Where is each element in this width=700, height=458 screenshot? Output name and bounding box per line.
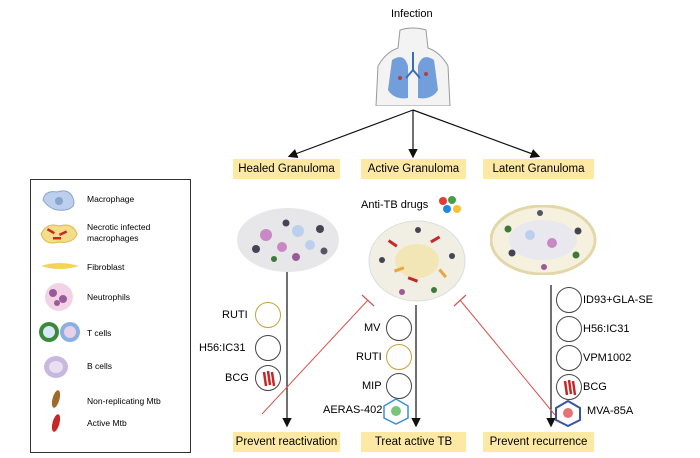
vaccine-label: AERAS-402 — [323, 404, 383, 416]
fibroblast-icon — [41, 263, 79, 269]
drugs-label: Anti-TB drugs — [361, 199, 429, 211]
inhibit-healed-bar — [361, 294, 375, 307]
inhibit-latent — [459, 299, 556, 416]
vaccine-icon — [386, 344, 412, 370]
vaccine-label: RUTI — [356, 351, 382, 363]
inhibit-latent-bar — [453, 294, 467, 307]
vaccine-label: BCG — [583, 381, 607, 393]
vaccine-label: H56:IC31 — [583, 323, 630, 335]
vaccine-icon — [255, 365, 281, 391]
vaccine-icon — [386, 315, 412, 341]
legend-fibroblast: Fibroblast — [87, 262, 125, 272]
legend-nonreplicating: Non-replicating Mtb — [87, 396, 161, 406]
vaccine-label: H56:IC31 — [199, 342, 246, 354]
legend-necrotic-line1: Necrotic infected — [87, 222, 151, 232]
nonreplicating-mtb-icon — [51, 390, 61, 408]
vaccine-label: MV — [364, 322, 381, 334]
legend-neutrophils: Neutrophils — [87, 292, 130, 302]
legend-active-mtb: Active Mtb — [87, 418, 127, 428]
stage-latent: Latent Granuloma — [483, 159, 594, 179]
vaccine-label: RUTI — [222, 309, 248, 321]
vaccine-icon — [556, 345, 582, 371]
pills-icon — [439, 196, 461, 213]
active-granuloma — [368, 220, 466, 302]
virus-icon — [555, 399, 581, 427]
necrotic-macrophage-icon — [40, 224, 78, 244]
vaccine-icon — [255, 335, 281, 361]
latent-granuloma — [490, 205, 597, 275]
neutrophil-icon — [45, 283, 73, 311]
arrow-to-healed — [287, 109, 414, 158]
legend-macrophage: Macrophage — [87, 194, 135, 204]
legend-bcells: B cells — [87, 361, 113, 371]
virus-icon — [383, 398, 409, 425]
tcell-icon — [39, 322, 80, 342]
legend-necrotic-line2: macrophages — [87, 233, 139, 243]
arrow-to-latent — [412, 109, 541, 159]
vaccine-label: BCG — [225, 372, 249, 384]
vaccine-icon — [255, 302, 281, 328]
vaccine-label: ID93+GLA-SE — [583, 294, 654, 306]
vaccine-icon — [556, 316, 582, 342]
legend: Macrophage Necrotic infected macrophages… — [30, 179, 191, 453]
vaccine-icon — [556, 374, 582, 400]
vaccine-label: MIP — [362, 380, 382, 392]
bcell-icon — [44, 356, 68, 378]
inhibit-healed — [261, 299, 369, 415]
infection-title: Infection — [391, 8, 433, 20]
macrophage-icon — [42, 190, 75, 211]
active-mtb-icon — [51, 414, 61, 432]
stage-healed: Healed Granuloma — [233, 159, 340, 179]
vaccine-label: VPM1002 — [583, 352, 632, 364]
outcome-active: Treat active TB — [361, 432, 466, 452]
vaccine-icon — [556, 287, 582, 313]
outcome-healed: Prevent reactivation — [233, 432, 340, 452]
stage-active: Active Granuloma — [361, 159, 466, 179]
vaccine-icon — [386, 373, 412, 399]
outcome-latent: Prevent recurrence — [483, 432, 594, 452]
vaccine-label: MVA-85A — [587, 405, 634, 417]
lungs-icon — [375, 27, 451, 106]
legend-tcells: T cells — [87, 328, 112, 338]
healed-granuloma — [237, 208, 339, 272]
